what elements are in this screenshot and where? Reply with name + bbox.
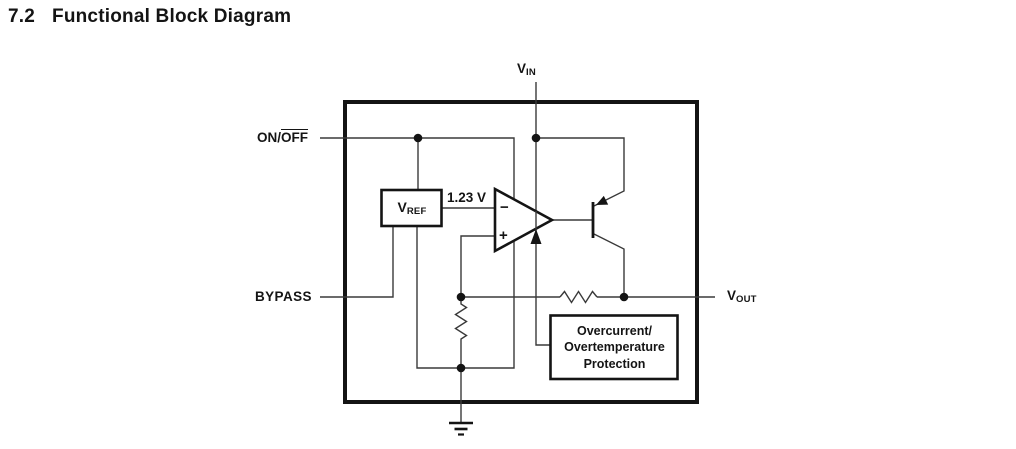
ground-icon bbox=[449, 368, 473, 436]
protection-block-box bbox=[549, 314, 679, 381]
ground-rail-wire bbox=[416, 226, 515, 369]
vout-pin-label: VOUT bbox=[727, 288, 757, 305]
bypass-pin-label: BYPASS bbox=[255, 289, 312, 304]
junction-dots bbox=[413, 133, 629, 373]
on-off-pin-label: ON/OFF bbox=[257, 130, 309, 145]
error-amplifier bbox=[493, 186, 555, 254]
opamp-triangle bbox=[493, 186, 555, 254]
section-title: Functional Block Diagram bbox=[52, 6, 292, 27]
collector-wire bbox=[593, 233, 625, 297]
vin-pin-label: VIN bbox=[517, 61, 536, 78]
opamp-minus-sign: − bbox=[500, 199, 509, 216]
ic-boundary-box bbox=[343, 100, 699, 404]
supply-arrow-icon bbox=[530, 229, 542, 244]
protection-block-label: Overcurrent/ Overtemperature Protection bbox=[564, 324, 665, 371]
feedback-resistor bbox=[454, 297, 468, 368]
vref-block-box bbox=[380, 188, 443, 228]
emitter-arrow-icon bbox=[596, 195, 609, 205]
ref-voltage-label: 1.23 V bbox=[447, 190, 487, 205]
pnp-pass-transistor bbox=[536, 137, 625, 297]
opamp-plus-sign: + bbox=[499, 227, 508, 244]
on-off-wire bbox=[320, 137, 515, 201]
output-sense-resistor bbox=[559, 290, 598, 304]
feedback-wire bbox=[460, 235, 495, 297]
bypass-wire bbox=[320, 226, 394, 298]
emitter-wire bbox=[536, 137, 625, 207]
section-number: 7.2 bbox=[8, 6, 36, 27]
vin-wire bbox=[535, 82, 550, 346]
vref-block-label: VREF bbox=[397, 199, 427, 217]
page-title: 7.2 Functional Block Diagram bbox=[8, 6, 291, 28]
